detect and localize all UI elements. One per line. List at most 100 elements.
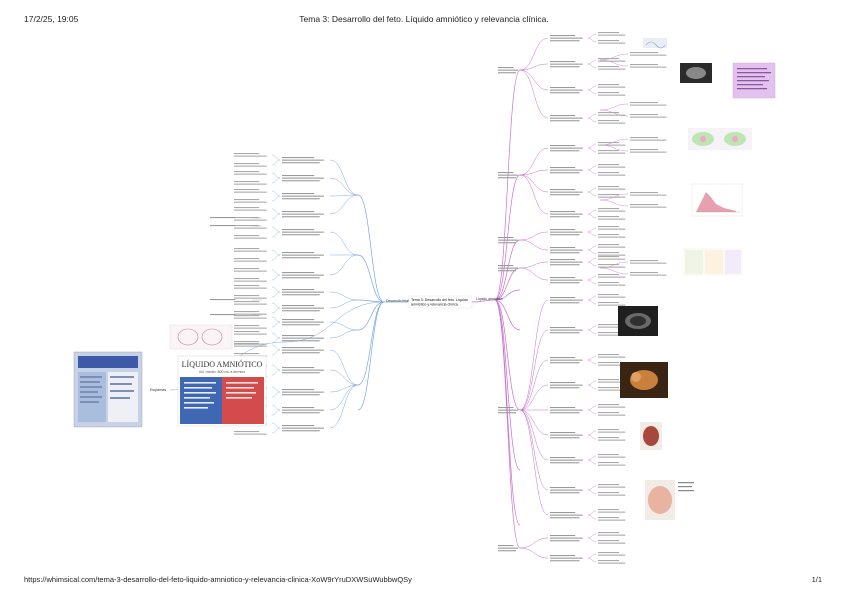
hub-left-label: Desarrollo fetal xyxy=(386,299,409,303)
node-text-line xyxy=(630,274,667,276)
node-text-line xyxy=(598,454,619,456)
connector-line xyxy=(271,286,281,293)
node-text-line xyxy=(282,159,324,161)
connector-line xyxy=(329,194,359,197)
node-text-line xyxy=(550,247,576,249)
node-text-line xyxy=(630,272,658,274)
node-text-line xyxy=(550,234,580,236)
node-text-line xyxy=(598,389,626,391)
node-text-line xyxy=(598,92,619,94)
node-text-line xyxy=(550,384,583,386)
node-text-line xyxy=(282,407,315,409)
node-text-line xyxy=(550,457,576,459)
connector-line xyxy=(587,537,597,543)
node-text-line xyxy=(234,191,267,193)
connector-line xyxy=(587,384,597,390)
node-text-line xyxy=(550,167,576,169)
connector-line xyxy=(587,489,597,495)
node-text-line xyxy=(234,258,260,260)
node-text-line xyxy=(234,163,260,165)
image-table-colored xyxy=(683,248,743,276)
node-text-line xyxy=(550,327,576,329)
node-text-line xyxy=(234,297,267,299)
connector-line xyxy=(587,169,597,175)
connector-line xyxy=(587,191,597,197)
node-text-line xyxy=(598,464,626,466)
node-text-line xyxy=(234,155,267,157)
node-text-line xyxy=(498,265,514,267)
connector-line xyxy=(329,231,359,256)
connector-line xyxy=(271,208,281,215)
connector-line xyxy=(587,209,597,215)
connector-line xyxy=(329,321,359,331)
connector-line xyxy=(329,369,359,386)
node-text-line xyxy=(282,412,320,414)
node-text-line xyxy=(210,225,236,227)
node-text-line xyxy=(550,115,576,117)
node-text-line xyxy=(598,244,619,246)
node-text-line xyxy=(282,213,324,215)
node-text-line xyxy=(598,208,619,210)
node-text-line xyxy=(550,120,580,122)
connector-line xyxy=(519,239,549,251)
connector-line xyxy=(271,344,281,351)
connector-line xyxy=(271,386,281,393)
connector-line xyxy=(271,364,281,371)
node-text-line xyxy=(550,555,576,557)
node-text-line xyxy=(234,313,267,315)
node-text-line xyxy=(498,237,514,239)
node-text-line xyxy=(598,462,619,464)
node-text-line xyxy=(282,391,324,393)
connector-line xyxy=(519,537,549,549)
node-text-line xyxy=(630,104,667,106)
node-text-line xyxy=(598,486,626,488)
connector-line xyxy=(271,226,281,233)
node-text-line xyxy=(550,382,576,384)
node-text-line xyxy=(598,164,619,166)
connector-line xyxy=(587,59,597,65)
central-node[interactable]: Tema 3: Desarrollo del feto. Líquido amn… xyxy=(407,295,473,309)
connector-line xyxy=(494,299,521,549)
node-text-line xyxy=(598,532,619,534)
connector-line xyxy=(271,213,281,220)
node-text-line xyxy=(282,409,324,411)
image-volume-chart xyxy=(691,183,743,217)
node-text-line xyxy=(282,193,315,195)
source-url[interactable]: https://whimsical.com/tema-3-desarrollo-… xyxy=(24,575,412,584)
node-text-line xyxy=(598,188,626,190)
connector-line xyxy=(271,172,281,179)
node-text-line xyxy=(598,492,619,494)
node-text-line xyxy=(598,66,619,68)
node-text-line xyxy=(550,61,576,63)
node-text-line xyxy=(282,372,320,374)
connector-line xyxy=(599,103,629,111)
node-text-line xyxy=(550,407,576,409)
node-text-line xyxy=(282,274,324,276)
connector-line xyxy=(329,349,359,386)
node-text-line xyxy=(498,177,517,179)
node-text-line xyxy=(282,291,324,293)
node-text-line xyxy=(598,362,619,364)
node-text-line xyxy=(598,324,619,326)
node-text-line xyxy=(550,259,576,261)
print-header: 17/2/25, 19:05 Tema 3: Desarrollo del fe… xyxy=(0,14,848,28)
connector-line xyxy=(494,289,521,301)
node-text-line xyxy=(550,299,583,301)
node-text-line xyxy=(210,217,236,219)
node-text-line xyxy=(550,434,583,436)
node-text-line xyxy=(550,229,576,231)
node-text-line xyxy=(598,429,619,431)
connector-line xyxy=(271,321,281,328)
node-text-line xyxy=(598,216,619,218)
node-text-line xyxy=(282,254,324,256)
connector-line xyxy=(587,63,597,69)
node-text-line xyxy=(630,54,667,56)
node-text-line xyxy=(598,414,626,416)
node-text-line xyxy=(630,149,658,151)
node-text-line xyxy=(210,299,236,301)
connector-line xyxy=(587,143,597,149)
node-text-line xyxy=(234,227,267,229)
node-text-line xyxy=(234,278,260,280)
node-text-line xyxy=(550,279,583,281)
